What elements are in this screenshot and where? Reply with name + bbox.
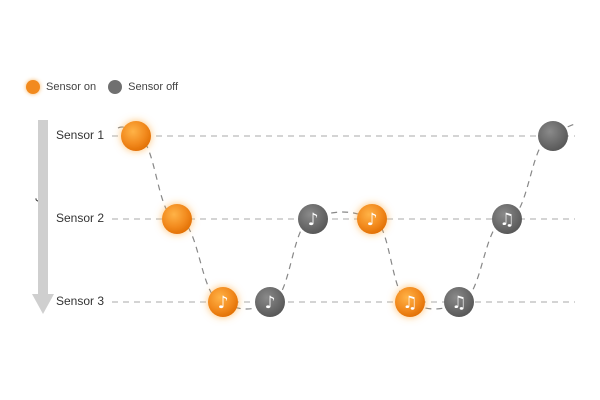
double-note-icon: ♫ [451,293,466,313]
single-note-icon: ♪ [367,210,378,230]
legend-item-on: Sensor on [26,80,96,94]
node-circle [162,204,192,234]
node-circle [538,121,568,151]
single-note-icon: ♪ [265,293,276,313]
sensor-nodes: ♪ ♪ ♪ ♪ ♫ ♫ ♫ [121,121,568,317]
row-label-sensor-1: Sensor 1 [55,128,104,142]
sensor-2-on-node [162,204,192,234]
node-circle [357,204,387,234]
sensor-3-off-node: ♫ [444,287,474,317]
sensor-3-on-node: ♫ [395,287,425,317]
node-circle [255,287,285,317]
node-circle [298,204,328,234]
legend-item-off: Sensor off [108,80,178,94]
arrow-head [32,294,54,314]
sensor-on-swatch [26,80,40,94]
single-note-icon: ♪ [308,210,319,230]
row-label-sensor-3: Sensor 3 [55,294,104,308]
single-note-icon: ♪ [218,293,229,313]
node-circle [121,121,151,151]
sensor-3-off-node: ♪ [255,287,285,317]
sensor-2-off-node: ♫ [492,204,522,234]
node-circle [395,287,425,317]
arrow-shaft [38,120,48,296]
node-circle [492,204,522,234]
sensor-1-on-node [121,121,151,151]
double-note-icon: ♫ [402,293,417,313]
legend-off-label: Sensor off [128,81,179,93]
node-circle [444,287,474,317]
double-note-icon: ♫ [499,210,514,230]
sensor-1-off-node [538,121,568,151]
node-circle [208,287,238,317]
legend: Sensor on Sensor off [26,80,190,94]
sensor-3-on-node: ♪ [208,287,238,317]
sensor-off-swatch [108,80,123,94]
sensor-2-off-node: ♪ [298,204,328,234]
sensor-2-on-node: ♪ [357,204,387,234]
legend-on-label: Sensor on [46,81,97,93]
row-label-sensor-2: Sensor 2 [55,211,104,225]
key-stroke-arrow [32,120,54,314]
